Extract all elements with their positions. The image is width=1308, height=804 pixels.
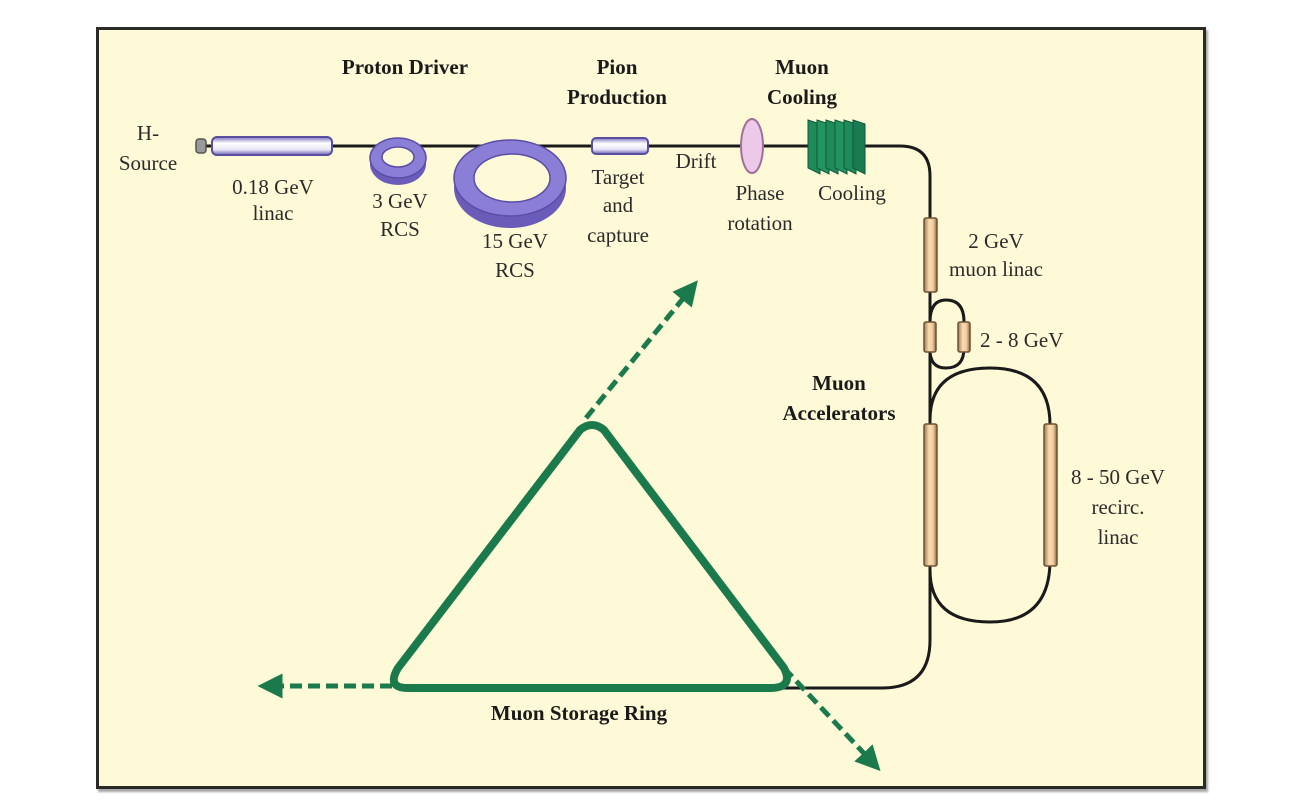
label-rcs15-2: RCS [495,258,535,282]
label-rla-small: 2 - 8 GeV [980,328,1063,352]
header-muon-storage-ring: Muon Storage Ring [491,701,668,725]
label-linac-1: 0.18 GeV [232,175,314,199]
neutrino-beam-arrows [257,280,881,772]
label-rcs3-1: 3 GeV [372,189,427,213]
label-h-source-1: H- [137,121,159,145]
label-target-3: capture [587,223,649,247]
label-rla-large-3: linac [1098,525,1139,549]
rla-small-icon [923,321,971,353]
rcs-15gev-icon [453,139,567,228]
phase-rotator-icon [740,118,764,174]
arrow-up-right [584,280,698,420]
header-muon-cooling-1: Muon [775,55,829,79]
rla-large-icon [923,423,1058,567]
rcs-3gev-icon [369,137,427,185]
label-cooling: Cooling [818,181,886,205]
linac-icon [211,136,333,156]
label-muon-linac-2: muon linac [949,257,1043,281]
header-pion-production-2: Production [567,85,667,109]
arrow-down-right [782,666,881,772]
header-muon-accelerators-1: Muon [812,371,866,395]
header-pion-production-1: Pion [597,55,638,79]
label-rcs3-2: RCS [380,217,420,241]
label-phase-1: Phase [736,181,785,205]
storage-ring-icon [389,421,791,692]
target-icon [591,137,649,155]
label-target-1: Target [592,165,645,189]
header-proton-driver: Proton Driver [342,55,468,79]
muon-linac-icon [923,217,938,293]
h-source-icon [195,138,207,154]
label-rla-large-1: 8 - 50 GeV [1071,465,1165,489]
label-linac-2: linac [253,201,294,225]
label-muon-linac-1: 2 GeV [968,229,1023,253]
label-rla-large-2: recirc. [1091,495,1144,519]
label-drift: Drift [676,149,717,173]
label-phase-2: rotation [727,211,793,235]
label-rcs15-1: 15 GeV [482,229,548,253]
label-h-source-2: Source [119,151,177,175]
cooling-icon [807,119,866,175]
label-target-2: and [603,193,634,217]
header-muon-accelerators-2: Accelerators [782,401,895,425]
header-muon-cooling-2: Cooling [767,85,838,109]
